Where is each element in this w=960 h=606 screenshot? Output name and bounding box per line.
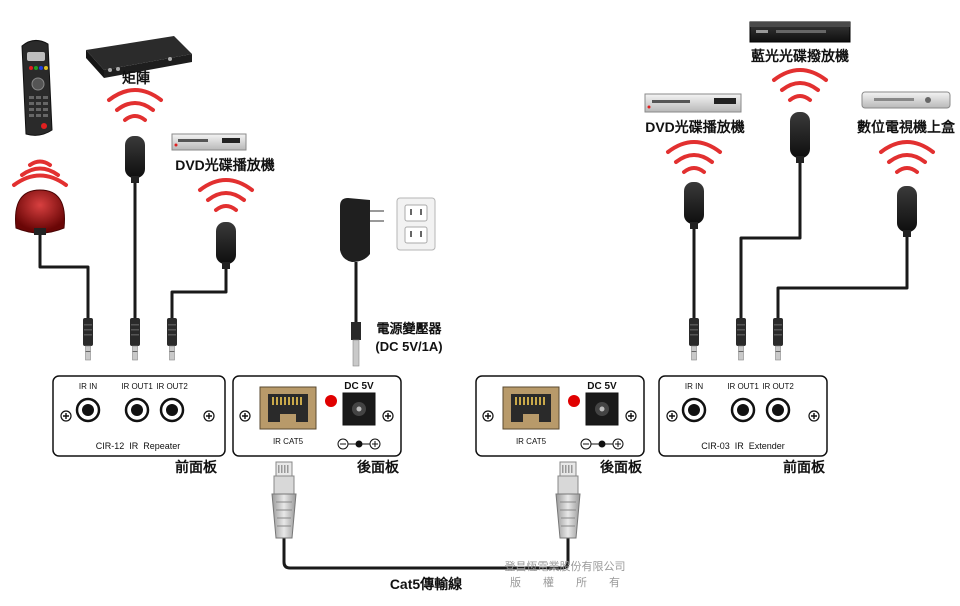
- cat5-cable: [282, 538, 570, 570]
- audio-jack-port: [681, 397, 707, 423]
- wire-emitter2-to-ir-out2: [170, 268, 228, 318]
- cable-label: Cat5傳輸線: [390, 576, 462, 592]
- screw-icon: [625, 410, 637, 422]
- wires: [38, 162, 909, 570]
- bluray-player-icon: [749, 21, 851, 43]
- dc-plug-icon: [351, 322, 361, 367]
- screw-icon: [239, 410, 251, 422]
- repeater-front-panel: IR IN IR OUT1 IR OUT2 CIR-12 IR Repeater: [52, 375, 226, 457]
- adapter-spec-label: (DC 5V/1A): [375, 339, 442, 354]
- remote-control-icon: [21, 40, 53, 136]
- settop-label: 數位電視機上盒: [857, 119, 956, 135]
- rj45-label: IR CAT5: [273, 437, 304, 446]
- jack-plug-icon: [689, 318, 699, 361]
- rj45-label: IR CAT5: [516, 437, 547, 446]
- audio-jack-port: [765, 397, 791, 423]
- jack-plug-icon: [83, 318, 93, 361]
- port-label-ir-out2: IR OUT2: [156, 382, 188, 391]
- matrix-device-icon: [86, 36, 192, 78]
- power-led-icon: [325, 395, 337, 407]
- port-label-ir-in: IR IN: [685, 382, 703, 391]
- front-panel-left-label: 前面板: [175, 459, 218, 475]
- rj45-port-icon: [502, 386, 560, 430]
- wire-settop-to-ir-out2: [776, 236, 909, 318]
- bluray-signal-icon: [772, 68, 828, 102]
- matrix-label: 矩陣: [122, 70, 150, 86]
- wire-receiver-to-ir-in: [38, 232, 90, 318]
- jack-plug-icon: [167, 318, 177, 361]
- matrix-signal-icon: [107, 88, 163, 122]
- dc-jack-port: [342, 392, 376, 426]
- wall-outlet-icon: [396, 197, 436, 251]
- extender-back-panel: IR CAT5 DC 5V: [475, 375, 645, 457]
- audio-jack-port: [730, 397, 756, 423]
- bluray-label: 藍光光碟撥放機: [751, 48, 849, 64]
- dc-label: DC 5V: [587, 381, 617, 392]
- screw-icon: [482, 410, 494, 422]
- screw-icon: [808, 410, 820, 422]
- jack-plugs-extender: [689, 318, 783, 361]
- dvd-left-label: DVD光碟播放機: [175, 157, 275, 173]
- port-label-ir-out2: IR OUT2: [762, 382, 794, 391]
- power-adapter-icon: [340, 198, 384, 262]
- audio-jack-port: [75, 397, 101, 423]
- port-label-ir-in: IR IN: [79, 382, 97, 391]
- audio-jack-port: [159, 397, 185, 423]
- jack-plug-icon: [736, 318, 746, 361]
- screw-icon: [203, 410, 215, 422]
- cat5-plug-right-icon: [555, 461, 581, 539]
- port-label-ir-out1: IR OUT1: [121, 382, 153, 391]
- dvd-player-right-icon: [644, 93, 742, 113]
- dvd-right-label: DVD光碟播放機: [645, 119, 745, 135]
- cat5-plug-left-icon: [271, 461, 297, 539]
- dc-label: DC 5V: [344, 381, 374, 392]
- adapter-name-label: 電源變壓器: [376, 321, 442, 336]
- dc-jack-port: [585, 392, 619, 426]
- remote-signal-icon: [12, 159, 68, 187]
- jack-plug-icon: [130, 318, 140, 361]
- ir-emitter-icon: [125, 136, 145, 183]
- repeater-model-label: CIR-12 IR Repeater: [96, 441, 181, 451]
- screw-icon: [60, 410, 72, 422]
- polarity-icon: [337, 438, 381, 450]
- wire-bluray-to-ir-out1: [739, 162, 802, 318]
- ir-emitter-icon: [790, 112, 810, 163]
- ir-emitter-icon: [684, 182, 704, 229]
- polarity-icon: [580, 438, 624, 450]
- extender-front-panel: IR IN IR OUT1 IR OUT2 CIR-03 IR Extender: [658, 375, 828, 457]
- settop-box-icon: [861, 91, 951, 109]
- ir-receiver-icon: [15, 189, 65, 235]
- rj45-port-icon: [259, 386, 317, 430]
- repeater-back-panel: IR CAT5 DC 5V: [232, 375, 402, 457]
- front-panel-right-label: 前面板: [783, 459, 826, 475]
- jack-plugs-repeater: [83, 318, 177, 361]
- dvd-right-signal-icon: [666, 140, 722, 174]
- ir-emitter-icon: [216, 222, 236, 269]
- watermark-company: 登昌恆電業股份有限公司: [505, 559, 626, 573]
- back-panel-left-label: 後面板: [357, 459, 400, 475]
- watermark-rights: 版 權 所 有: [510, 575, 620, 589]
- back-panel-right-label: 後面板: [600, 459, 643, 475]
- audio-jack-port: [124, 397, 150, 423]
- dvd-left-signal-icon: [198, 178, 254, 212]
- screw-icon: [666, 410, 678, 422]
- ir-emitter-icon: [897, 186, 917, 237]
- settop-signal-icon: [879, 140, 935, 174]
- dvd-player-left-icon: [171, 133, 247, 151]
- port-label-ir-out1: IR OUT1: [727, 382, 759, 391]
- extender-model-label: CIR-03 IR Extender: [701, 441, 785, 451]
- screw-icon: [382, 410, 394, 422]
- power-led-icon: [568, 395, 580, 407]
- jack-plug-icon: [773, 318, 783, 361]
